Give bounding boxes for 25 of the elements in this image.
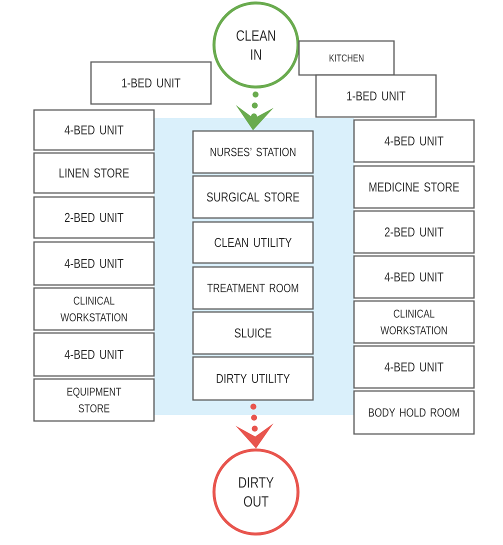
room-box: EQUIPMENT STORE (33, 378, 155, 422)
room-box: DIRTY UTILITY (192, 356, 314, 401)
room-box: 1-BED UNIT (90, 61, 212, 105)
arrow (236, 91, 274, 130)
arrow (236, 404, 274, 448)
room-box: 4-BED UNIT (33, 109, 155, 151)
room-box: 4-BED UNIT (33, 241, 155, 286)
room-box: 1-BED UNIT (315, 74, 437, 118)
room-box: CLINICAL WORKSTATION (33, 287, 155, 331)
room-box: 4-BED UNIT (353, 255, 475, 299)
room-box: 4-BED UNIT (353, 345, 475, 389)
room-box: NURSES’ STATION (192, 130, 314, 174)
room-box: CLEAN UTILITY (192, 221, 314, 264)
room-box: LINEN STORE (33, 152, 155, 194)
room-box: 2-BED UNIT (353, 210, 475, 254)
room-box: BODY HOLD ROOM (353, 390, 475, 435)
room-box: SURGICAL STORE (192, 175, 314, 219)
room-box: CLINICAL WORKSTATION (353, 300, 475, 344)
room-box: 4-BED UNIT (353, 119, 475, 163)
room-box: SLUICE (192, 311, 314, 355)
room-box: TREATMENT ROOM (192, 266, 314, 310)
room-box: 4-BED UNIT (33, 332, 155, 377)
room-box: KITCHEN (298, 40, 395, 76)
room-box: MEDICINE STORE (353, 165, 475, 209)
room-box: 2-BED UNIT (33, 196, 155, 239)
